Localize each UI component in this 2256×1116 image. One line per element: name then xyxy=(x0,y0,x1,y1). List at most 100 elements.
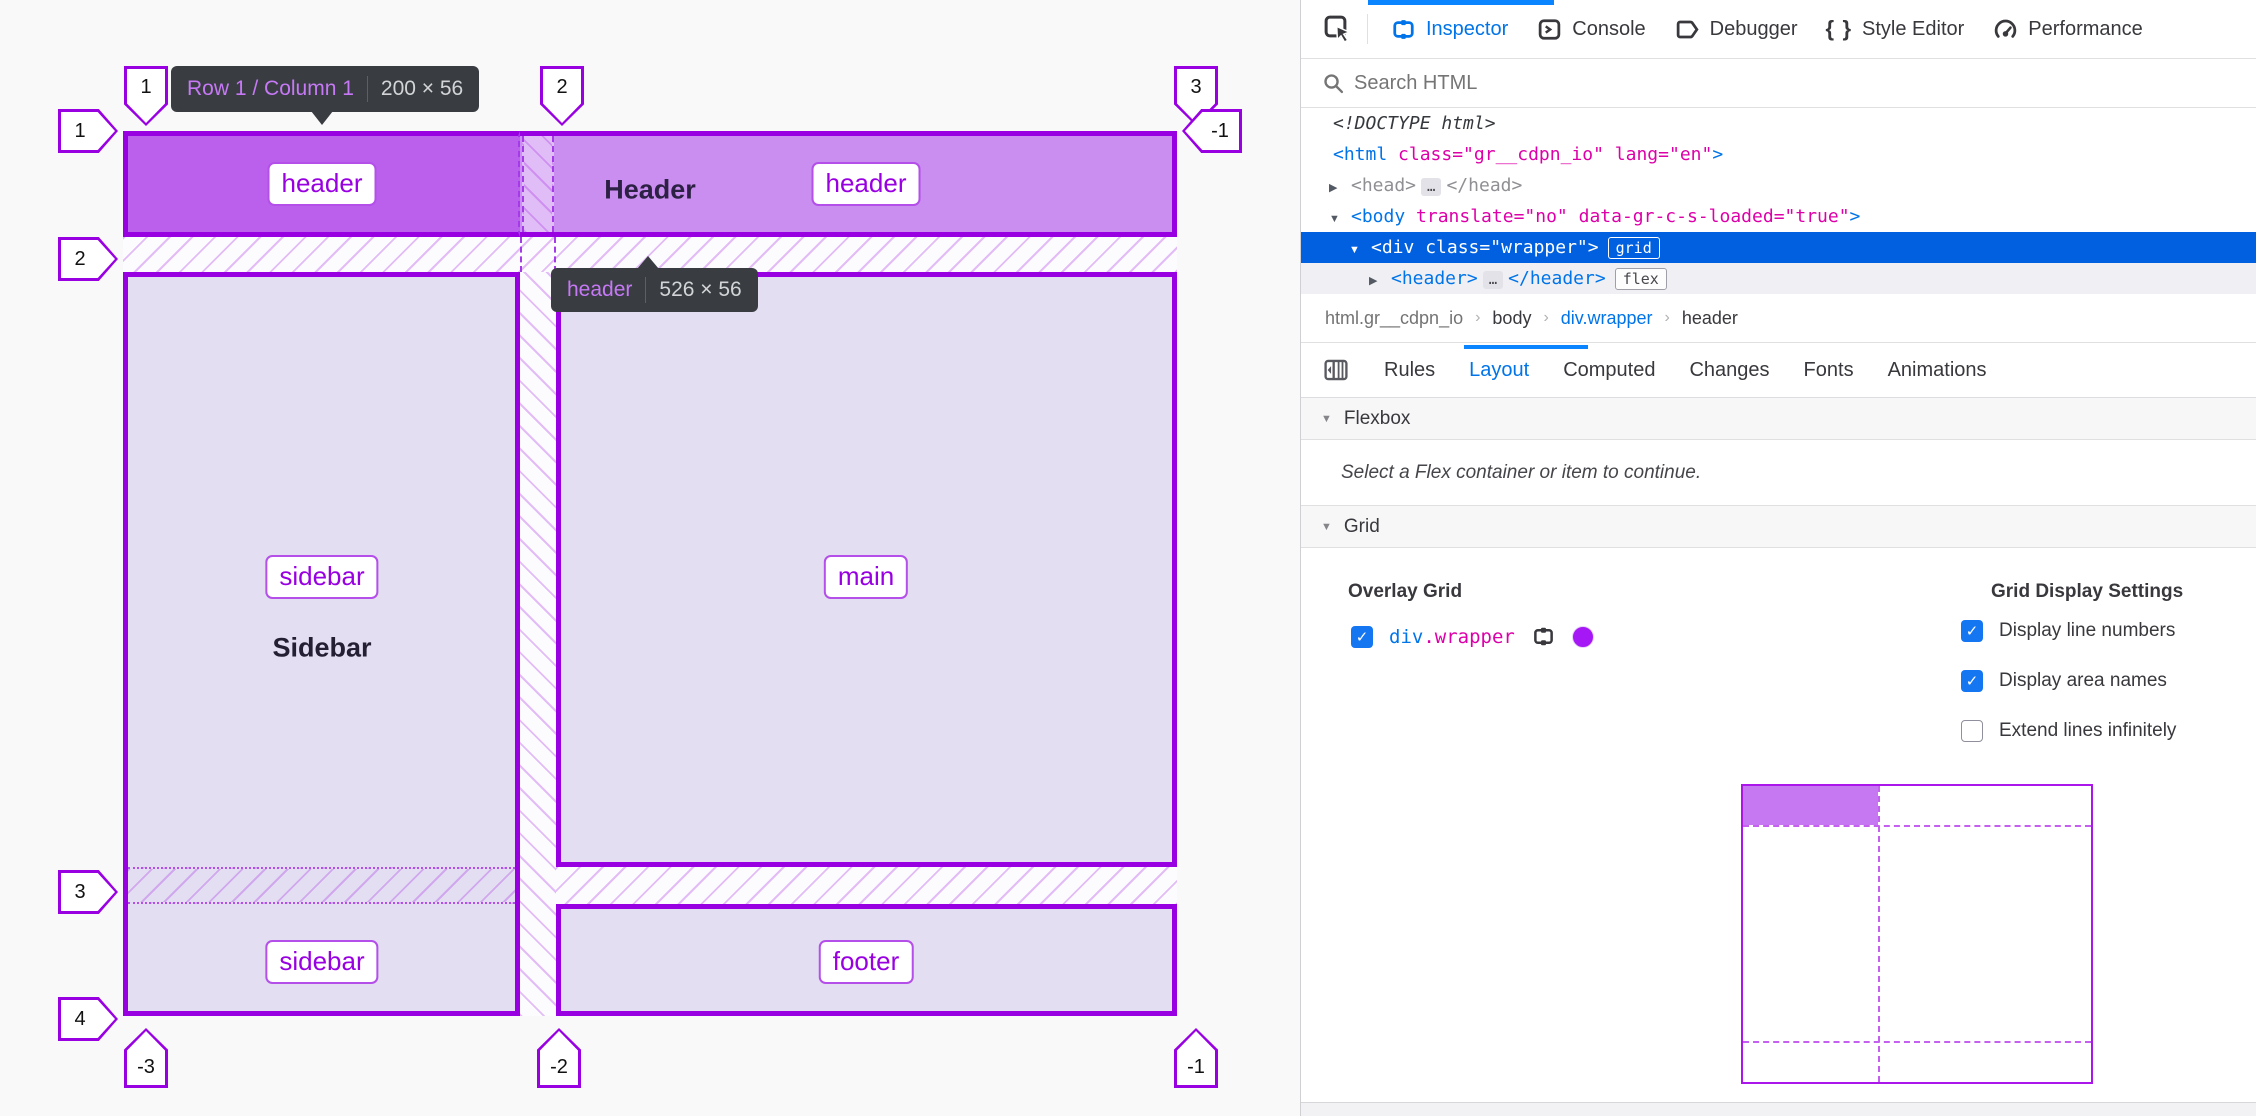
toolbar-separator xyxy=(1367,14,1368,44)
markup-token: > xyxy=(1712,144,1724,165)
active-tab-indicator xyxy=(1368,0,1554,5)
markup-token xyxy=(1414,237,1425,258)
twisty-collapsed-icon[interactable]: ▶ xyxy=(1329,182,1338,194)
grid-column-gap xyxy=(520,272,556,1016)
tab-label: Performance xyxy=(2028,17,2143,40)
markup-node-doctype[interactable]: <!DOCTYPE html> xyxy=(1301,108,2256,139)
grid-row-gap-1 xyxy=(123,237,1177,272)
grid-color-swatch[interactable] xyxy=(1571,625,1594,648)
collapse-panel-icon[interactable] xyxy=(1323,357,1349,383)
grid-outline-preview[interactable] xyxy=(1741,784,2093,1084)
header-infobar-tooltip: header 526 × 56 xyxy=(551,268,758,312)
markup-token xyxy=(1405,206,1416,227)
markup-node-head[interactable]: ▶<head>…</head> xyxy=(1301,170,2256,201)
tab-label: Console xyxy=(1572,17,1646,40)
markup-token: ="en" xyxy=(1658,144,1713,165)
breadcrumb-item-header[interactable]: header xyxy=(1681,307,1738,328)
grid-line-number-bottom--2: -2 xyxy=(537,1028,581,1088)
markup-node-body-open[interactable]: ▼<body translate="no" data-gr-c-s-loaded… xyxy=(1301,201,2256,232)
markup-token: </header> xyxy=(1508,268,1606,289)
markup-token: ="wrapper" xyxy=(1479,237,1588,258)
gauge-icon xyxy=(1992,17,2019,42)
sidebar-tab-animations[interactable]: Animations xyxy=(1887,358,1987,381)
grid-line-number-bottom--1: -1 xyxy=(1174,1028,1218,1088)
markup-node-div-wrapper[interactable]: ▼<div class="wrapper">grid xyxy=(1301,232,2256,263)
setting-label: Display area names xyxy=(1999,670,2167,691)
grid-row-gap-2 xyxy=(556,867,1177,904)
twisty-expanded-icon[interactable]: ▼ xyxy=(1349,244,1360,256)
grid-section-header[interactable]: ▼ Grid xyxy=(1301,506,2256,548)
devtools-bottom-strip xyxy=(1301,1102,2256,1116)
setting-row-display-line-numbers: ✓ Display line numbers xyxy=(1961,620,2175,642)
overlay-grid-title: Overlay Grid xyxy=(1348,581,1463,602)
flex-badge[interactable]: flex xyxy=(1614,268,1667,290)
page-header-text: Header xyxy=(604,174,696,205)
grid-sidebar-cell xyxy=(123,272,520,1016)
markup-token xyxy=(1568,206,1579,227)
twisty-icon: ▼ xyxy=(1321,520,1332,533)
markup-token: data-gr-c-s-loaded xyxy=(1578,206,1774,227)
header-infobar-tail xyxy=(637,256,659,269)
grid-area-label-main: main xyxy=(823,555,909,599)
node-picker-button[interactable] xyxy=(1321,12,1355,46)
header-infobar-label: header xyxy=(567,278,633,301)
markup-token: <body xyxy=(1351,206,1406,227)
markup-token: </head> xyxy=(1446,175,1523,196)
page-sidebar-text: Sidebar xyxy=(272,632,372,663)
markup-token: class xyxy=(1425,237,1480,258)
twisty-expanded-icon[interactable]: ▼ xyxy=(1329,213,1340,225)
grid-row-gap-over-sidebar xyxy=(128,867,515,904)
grid-line-number-left-1: 1 xyxy=(58,109,118,153)
flexbox-section-header[interactable]: ▼ Flexbox xyxy=(1301,398,2256,440)
sidebar-tab-layout[interactable]: Layout xyxy=(1469,358,1530,381)
search-icon xyxy=(1324,74,1344,94)
setting-checkbox[interactable] xyxy=(1961,720,1983,742)
grid-line-number-right--1: -1 xyxy=(1182,109,1242,153)
sidebar-tab-changes[interactable]: Changes xyxy=(1689,358,1770,381)
highlight-target-icon[interactable] xyxy=(1531,624,1556,649)
sidebar-tab-fonts[interactable]: Fonts xyxy=(1803,358,1854,381)
setting-row-extend-lines-infinitely: Extend lines infinitely xyxy=(1961,720,2176,742)
markup-token: <!DOCTYPE html> xyxy=(1333,113,1496,134)
breadcrumb-item-divwrapper[interactable]: div.wrapper xyxy=(1560,307,1653,328)
breadcrumb-item-body[interactable]: body xyxy=(1492,307,1532,328)
setting-label: Display line numbers xyxy=(1999,620,2176,641)
markup-node-html-open[interactable]: <html class="gr__cdpn_io" lang="en"> xyxy=(1301,139,2256,170)
setting-label: Extend lines infinitely xyxy=(1999,720,2177,741)
markup-token: class xyxy=(1398,144,1453,165)
tab-label: Debugger xyxy=(1709,17,1798,40)
markup-token: translate xyxy=(1416,206,1514,227)
twisty-collapsed-icon[interactable]: ▶ xyxy=(1369,275,1378,287)
devtools-tab-console[interactable]: Console xyxy=(1522,0,1659,58)
tab-label: Inspector xyxy=(1426,17,1509,40)
markup-token: <html xyxy=(1333,144,1388,165)
markup-view: <!DOCTYPE html> <html class="gr__cdpn_io"… xyxy=(1301,108,2256,294)
braces-icon: { } xyxy=(1825,16,1854,41)
markup-node-header[interactable]: ▶<header>…</header>flex xyxy=(1301,263,2256,294)
grid-area-label-sidebar: sidebar xyxy=(265,555,379,599)
grid-badge[interactable]: grid xyxy=(1607,237,1660,259)
overlay-grid-selector[interactable]: div.wrapper xyxy=(1389,625,1515,648)
search-input[interactable] xyxy=(1354,72,2154,95)
devtools-toolbar: Inspector Console Debugger { }Style Editor P… xyxy=(1301,0,2256,59)
markup-token xyxy=(1604,144,1615,165)
grid-cell-tooltip-tail xyxy=(311,111,333,125)
markup-token: <head> xyxy=(1351,175,1417,196)
sidebar-tab-rules[interactable]: Rules xyxy=(1384,358,1436,381)
setting-checkbox[interactable]: ✓ xyxy=(1961,670,1983,692)
markup-token xyxy=(1387,144,1398,165)
setting-checkbox[interactable]: ✓ xyxy=(1961,620,1983,642)
flexbox-empty-message-row: Select a Flex container or item to conti… xyxy=(1301,440,2256,506)
breadcrumb-item-htmlgrcdpnio[interactable]: html.gr__cdpn_io xyxy=(1325,307,1464,328)
overlay-grid-checkbox[interactable]: ✓ xyxy=(1351,625,1373,648)
devtools-tab-style-editor[interactable]: { }Style Editor xyxy=(1812,0,1979,58)
markup-token: lang xyxy=(1614,144,1659,165)
overlay-grid-item: ✓ div.wrapper xyxy=(1351,624,1594,649)
devtools-tab-performance[interactable]: Performance xyxy=(1978,0,2157,58)
grid-outline-highlighted-cell xyxy=(1743,786,1878,825)
markup-token: > xyxy=(1849,206,1861,227)
devtools-tab-debugger[interactable]: Debugger xyxy=(1660,0,1812,58)
devtools-tab-inspector[interactable]: Inspector xyxy=(1376,0,1522,58)
sidebar-tab-computed[interactable]: Computed xyxy=(1563,358,1656,381)
